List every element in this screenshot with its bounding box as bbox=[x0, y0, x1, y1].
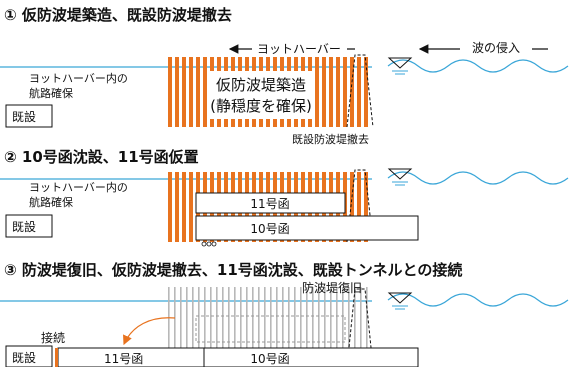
connection-arrow bbox=[123, 317, 176, 346]
connection-joint bbox=[55, 348, 58, 367]
existing-label: 既設 bbox=[12, 109, 36, 124]
step-1: ① 仮防波堤築造、既設防波堤撤去 仮防波堤築造 (静穏度を確保) ヨットハーバー… bbox=[0, 6, 569, 146]
caisson-10-label: 10号函 bbox=[250, 222, 289, 236]
existing-label: 既設 bbox=[12, 350, 36, 365]
step-3-heading: ③ 防波堤復旧、仮防波堤撤去、11号函沈設、既設トンネルとの接続 bbox=[4, 261, 462, 279]
wave-line bbox=[387, 171, 569, 185]
caisson-10 bbox=[195, 215, 419, 241]
step-2-heading: ② 10号函沈設、11号函仮置 bbox=[4, 148, 199, 166]
water-level-icon bbox=[387, 292, 413, 304]
existing-structure bbox=[5, 214, 53, 238]
remove-existing-label: 既設防波堤撤去 bbox=[292, 132, 369, 146]
existing-structure bbox=[5, 104, 53, 128]
caisson-10-label: 10号函 bbox=[250, 352, 289, 366]
wave-intrusion-label: 波の侵入 bbox=[472, 40, 520, 55]
caisson-11 bbox=[195, 192, 346, 214]
restore-label: 防波堤復旧 bbox=[302, 280, 362, 295]
caisson-10 bbox=[203, 347, 419, 367]
existing-structure bbox=[5, 345, 53, 367]
restored-breakwater bbox=[346, 288, 374, 367]
channel-label-1: ヨットハーバー内の bbox=[29, 71, 128, 85]
water-level-icon bbox=[387, 57, 413, 69]
wave-line bbox=[387, 293, 569, 307]
roller-icon bbox=[201, 241, 207, 247]
caisson-11-label: 11号函 bbox=[250, 197, 289, 211]
yacht-harbor-label: ヨットハーバー bbox=[257, 42, 341, 56]
step-2: ② 10号函沈設、11号函仮置 11号函 10号函 ヨットハーバー内の 航路確保… bbox=[0, 148, 569, 247]
channel-label-1: ヨットハーバー内の bbox=[29, 180, 128, 194]
channel-label-2: 航路確保 bbox=[29, 195, 73, 209]
water-level-icon bbox=[387, 168, 413, 180]
temp-breakwater-label: 仮防波堤築造 bbox=[216, 76, 306, 94]
channel-label-2: 航路確保 bbox=[29, 86, 73, 100]
calm-label: (静穏度を確保) bbox=[210, 97, 312, 115]
existing-label: 既設 bbox=[12, 219, 36, 234]
step-1-heading: ① 仮防波堤築造、既設防波堤撤去 bbox=[4, 6, 232, 24]
step-3: ③ 防波堤復旧、仮防波堤撤去、11号函沈設、既設トンネルとの接続 防波堤復旧 接… bbox=[0, 261, 569, 367]
wave-line bbox=[387, 59, 569, 73]
caisson-11-label: 11号函 bbox=[104, 352, 143, 366]
existing-breakwater-dashed bbox=[346, 54, 374, 128]
connection-label: 接続 bbox=[41, 330, 65, 345]
